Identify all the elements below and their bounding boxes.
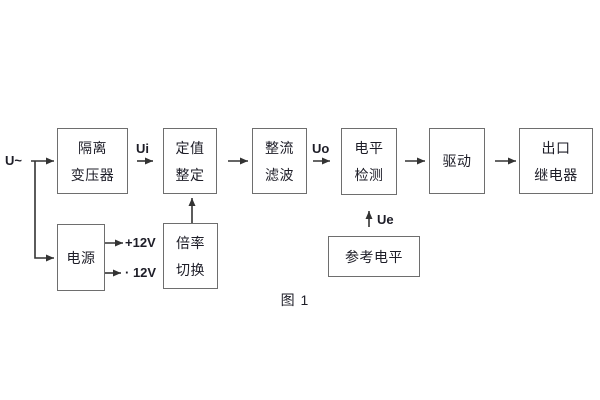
node-label-line: 电平 (354, 140, 384, 156)
signal-label-u-input: U~ (5, 153, 22, 168)
node-label-line: 隔离 (78, 139, 107, 156)
node-label-line: 继电器 (534, 166, 578, 183)
wire-input-to-power (34, 161, 54, 262)
signal-label-ue: Ue (377, 212, 394, 227)
signal-label-ui: Ui (136, 141, 149, 156)
signal-label-uo: Uo (312, 141, 330, 156)
node-power-supply: 电源 (57, 224, 105, 291)
node-setpoint-adjust: 定值 整定 (163, 128, 217, 194)
node-label-line: 定值 (175, 139, 205, 156)
node-label-line: 滤波 (265, 166, 294, 183)
node-label-line: 切换 (176, 261, 205, 278)
node-label-line: 变压器 (70, 166, 115, 183)
signal-label-plus-12v: +12V (125, 235, 156, 250)
node-label-line: 检测 (354, 167, 384, 183)
node-label-line: 倍率 (176, 234, 205, 251)
node-label-line: 整定 (175, 166, 205, 183)
node-ratio-switch: 倍率 切换 (163, 223, 218, 289)
node-label-line: 电源 (66, 249, 96, 266)
node-level-detect: 电平 检测 (341, 128, 397, 195)
figure-caption: 图 1 (280, 292, 310, 308)
node-rectify-filter: 整流 滤波 (252, 128, 307, 194)
node-label-line: 整流 (265, 139, 294, 156)
node-output-relay: 出口 继电器 (519, 128, 593, 194)
node-reference-level: 参考电平 (328, 236, 420, 277)
signal-label-minus-12v: · 12V (125, 265, 157, 280)
node-label-line: 出口 (541, 139, 571, 156)
node-label-line: 参考电平 (345, 248, 403, 265)
node-label-line: 驱动 (442, 153, 472, 169)
node-driver: 驱动 (429, 128, 485, 194)
node-isolation-transformer: 隔离 变压器 (57, 128, 128, 194)
